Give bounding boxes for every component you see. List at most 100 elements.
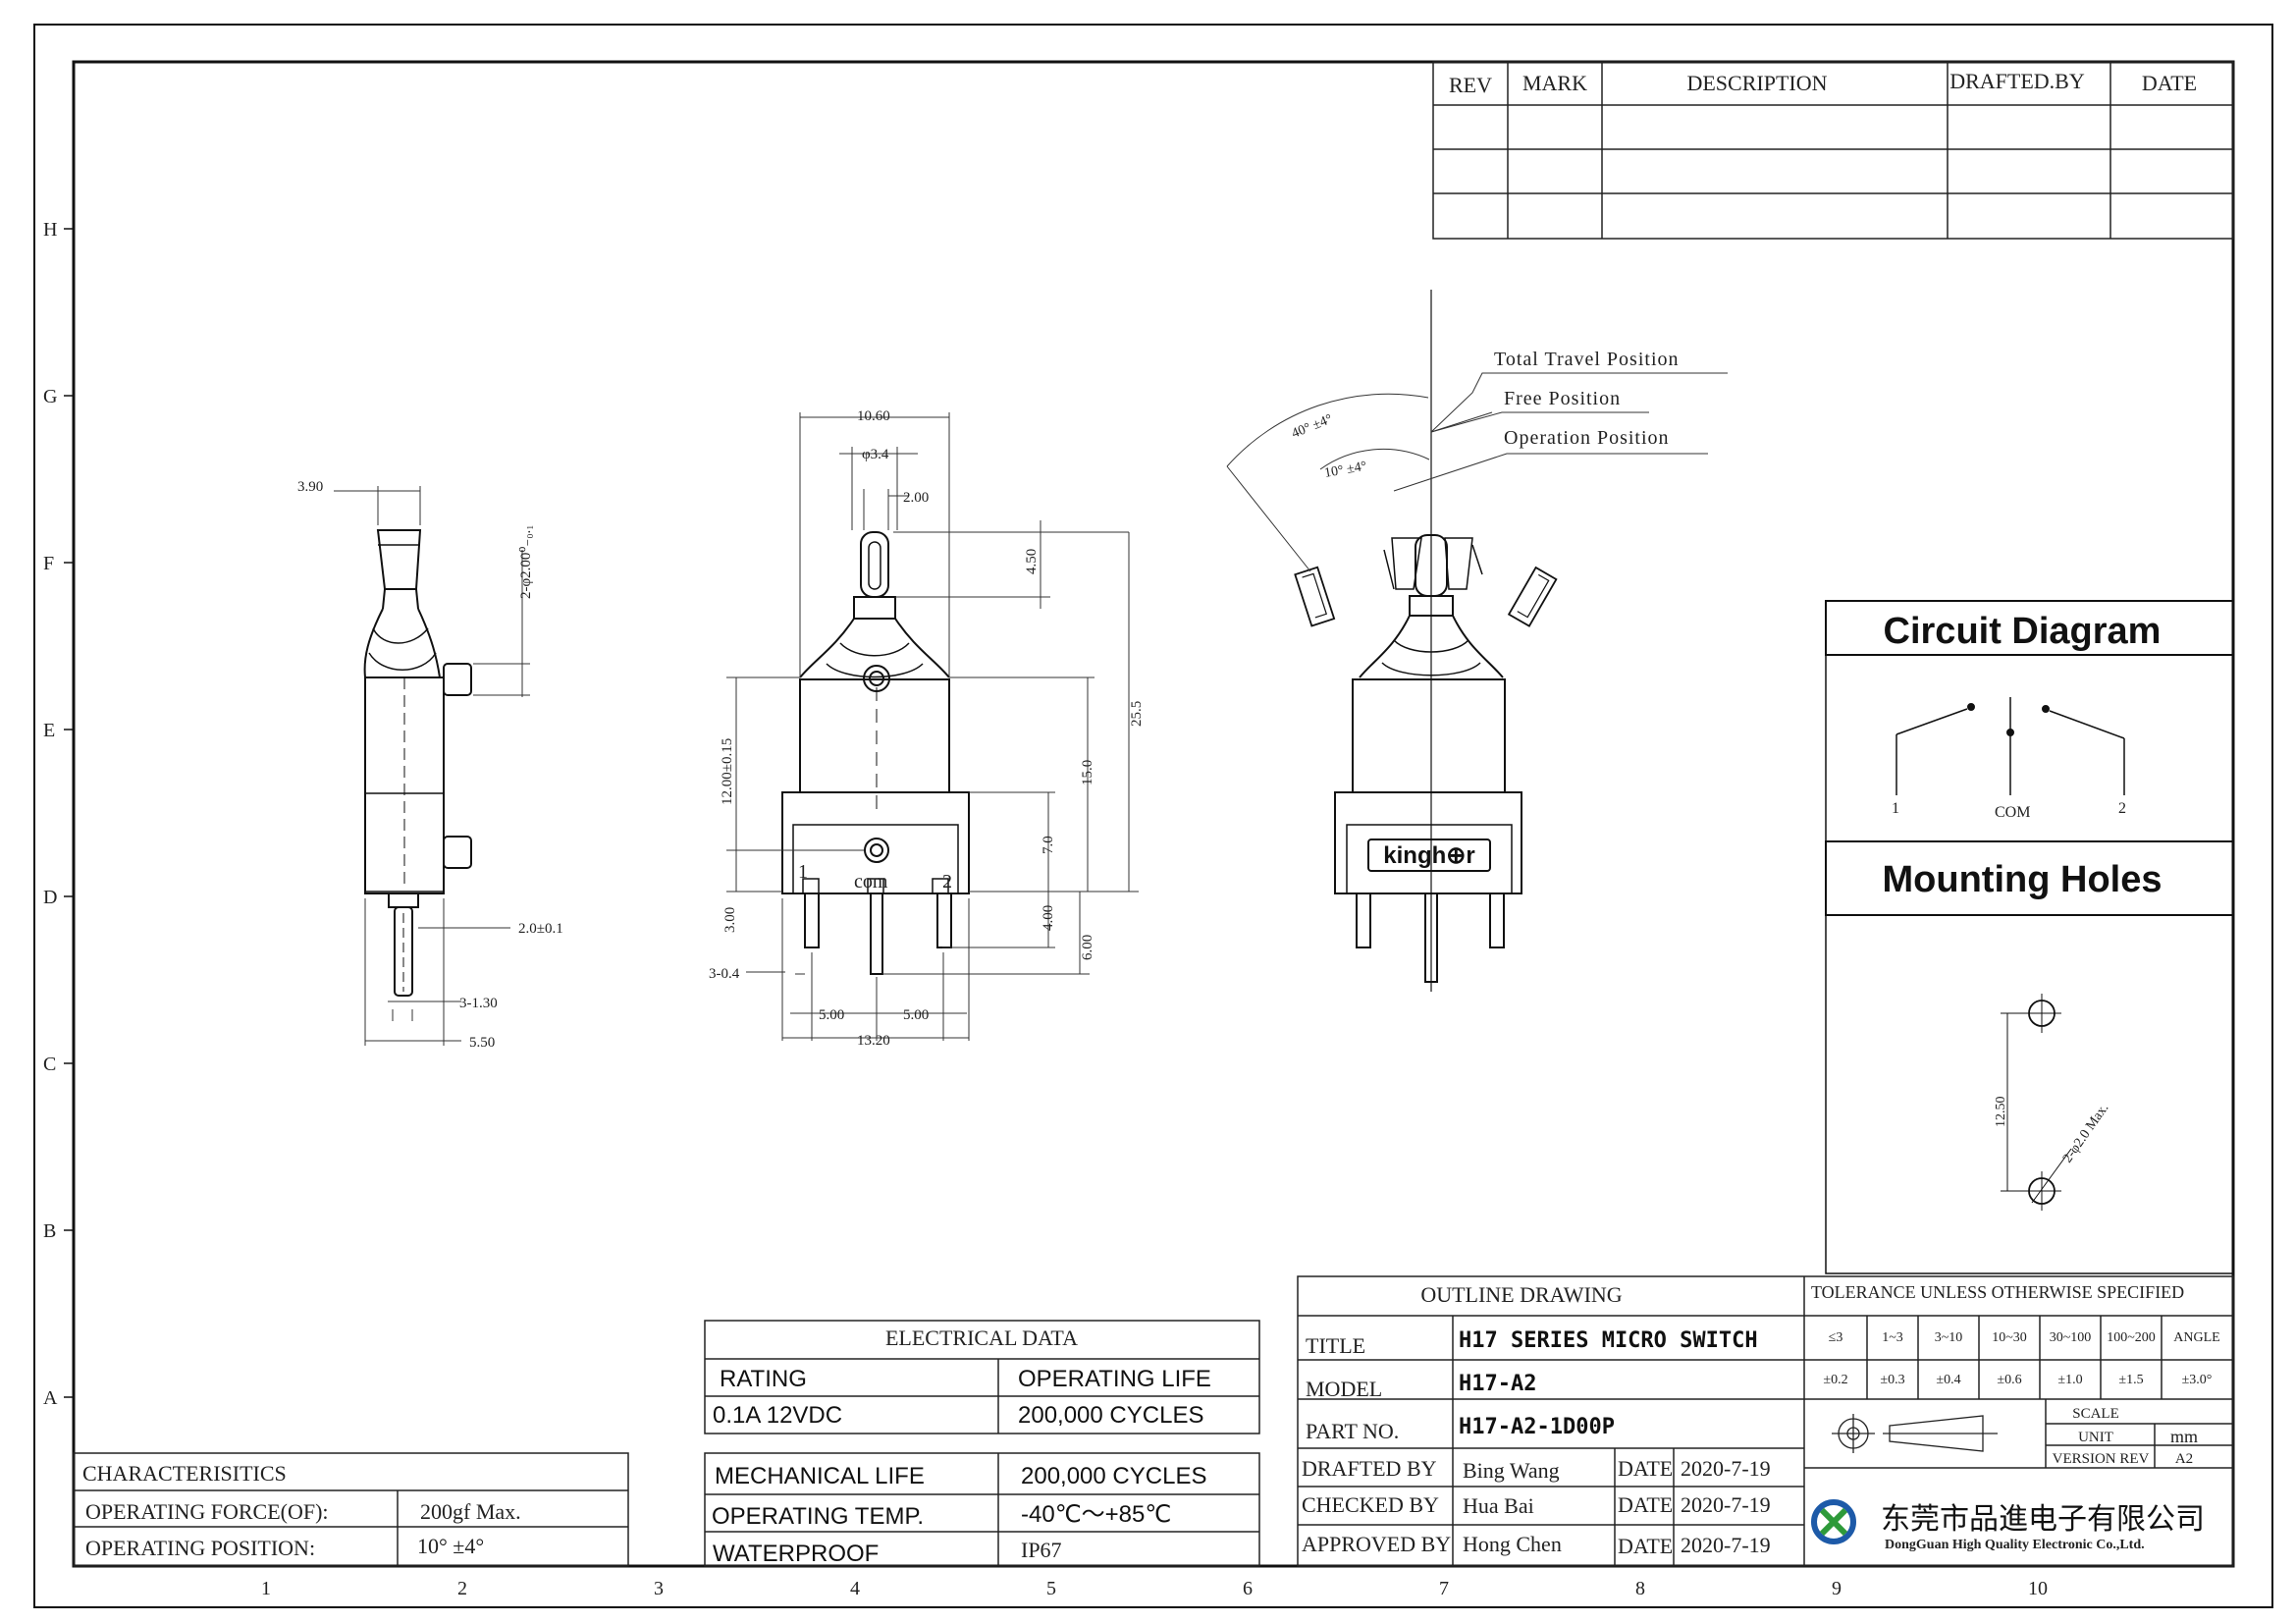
row-markers bbox=[64, 228, 74, 1398]
tolerance-heading: TOLERANCE UNLESS OTHERWISE SPECIFIED bbox=[1811, 1282, 2184, 1302]
title-value: H17 SERIES MICRO SWITCH bbox=[1459, 1328, 1758, 1353]
version-value: A2 bbox=[2175, 1451, 2193, 1467]
title-block bbox=[1297, 1275, 2234, 1567]
operating-position-label: OPERATING POSITION: bbox=[85, 1536, 315, 1560]
dim-front-lever-height: 4.50 bbox=[1024, 549, 1040, 574]
operating-temp-value: -40℃～+85℃ bbox=[1021, 1501, 1171, 1528]
col-number: 10 bbox=[2028, 1578, 2048, 1599]
checked-by-label: CHECKED BY bbox=[1302, 1492, 1439, 1517]
dim-front-pitch-right: 5.00 bbox=[903, 1007, 929, 1023]
tolerance-value: ±0.2 bbox=[1823, 1373, 1847, 1387]
rating-header: RATING bbox=[720, 1366, 807, 1392]
label-total-travel-position: Total Travel Position bbox=[1494, 349, 1680, 370]
dim-front-base-width: 13.20 bbox=[857, 1033, 890, 1049]
row-letter: D bbox=[43, 887, 57, 908]
waterproof-label: WATERPROOF bbox=[713, 1541, 879, 1567]
position-view bbox=[1294, 290, 1558, 992]
approved-by-name: Hong Chen bbox=[1463, 1532, 1562, 1556]
mechanical-life-value: 200,000 CYCLES bbox=[1021, 1463, 1206, 1489]
projection-symbol bbox=[1832, 1414, 1998, 1453]
front-view-dimensions bbox=[726, 412, 1139, 1041]
dim-side-pin-offset: 2.0±0.1 bbox=[518, 921, 563, 937]
drafted-date: 2020-7-19 bbox=[1681, 1456, 1771, 1481]
dim-front-4: 4.00 bbox=[1041, 905, 1056, 931]
part-no-value: H17-A2-1D00P bbox=[1459, 1415, 1615, 1439]
side-view-dimensions bbox=[334, 486, 530, 1046]
drafted-by-name: Bing Wang bbox=[1463, 1458, 1560, 1483]
pin-label-1: 1 bbox=[798, 861, 808, 883]
label-free-position: Free Position bbox=[1504, 388, 1621, 409]
row-letter: F bbox=[43, 553, 54, 574]
dim-side-pin-width: 3-1.30 bbox=[459, 996, 498, 1011]
row-letter: G bbox=[43, 386, 57, 407]
tolerance-value: ±0.4 bbox=[1936, 1373, 1960, 1387]
rev-header: REV bbox=[1449, 73, 1492, 97]
checked-by-name: Hua Bai bbox=[1463, 1493, 1534, 1518]
inner-border bbox=[72, 60, 2235, 1568]
label-operation-position: Operation Position bbox=[1504, 427, 1670, 449]
row-letter: H bbox=[43, 219, 57, 241]
mechanical-life-label: MECHANICAL LIFE bbox=[715, 1463, 925, 1489]
row-letter: B bbox=[43, 1220, 56, 1242]
mounting-dim-hole: 2-φ2.0 Max. bbox=[2060, 1101, 2111, 1165]
scale-label: SCALE bbox=[2072, 1406, 2119, 1422]
row-letter: A bbox=[43, 1387, 58, 1409]
drafted-by-label: DRAFTED BY bbox=[1302, 1456, 1437, 1481]
company-name-cn: 东莞市品進电子有限公司 bbox=[1881, 1503, 2205, 1536]
tolerance-range: 1~3 bbox=[1882, 1330, 1903, 1345]
description-header: DESCRIPTION bbox=[1686, 71, 1827, 95]
dim-front-body-15: 15.0 bbox=[1080, 760, 1095, 785]
circuit-label-com: COM bbox=[1995, 804, 2030, 821]
checked-date: 2020-7-19 bbox=[1681, 1492, 1771, 1517]
mounting-dim-spacing: 12.50 bbox=[1994, 1097, 2008, 1128]
revision-table: REV MARK DESCRIPTION DRAFTED.BY DATE bbox=[1432, 61, 2234, 240]
angle-total-travel: 40° ±4° bbox=[1290, 412, 1335, 442]
col-number: 6 bbox=[1243, 1578, 1253, 1599]
tolerance-value: ±0.6 bbox=[1997, 1373, 2021, 1387]
rating-value: 0.1A 12VDC bbox=[713, 1402, 842, 1429]
tolerance-value: ±1.0 bbox=[2057, 1373, 2082, 1387]
col-number: 1 bbox=[261, 1578, 271, 1599]
version-label: VERSION REV bbox=[2053, 1451, 2150, 1467]
tolerance-value: ±3.0° bbox=[2182, 1373, 2213, 1387]
dim-side-body-depth: 5.50 bbox=[469, 1035, 495, 1051]
outline-drawing-heading: OUTLINE DRAWING bbox=[1420, 1282, 1622, 1307]
brand-logo: kingh⊕r bbox=[1383, 842, 1474, 869]
operating-position-value: 10° ±4° bbox=[417, 1534, 484, 1558]
title-label: TITLE bbox=[1306, 1333, 1365, 1358]
electrical-data-title: ELECTRICAL DATA bbox=[885, 1325, 1078, 1350]
part-no-label: PART NO. bbox=[1306, 1419, 1399, 1443]
col-number: 4 bbox=[850, 1578, 860, 1599]
col-number: 7 bbox=[1439, 1578, 1449, 1599]
dim-front-3: 3.00 bbox=[722, 907, 738, 933]
operating-temp-label: OPERATING TEMP. bbox=[712, 1503, 924, 1530]
date-header: DATE bbox=[2142, 71, 2197, 95]
dim-front-lever-dia: φ3.4 bbox=[862, 447, 889, 462]
model-value: H17-A2 bbox=[1459, 1372, 1536, 1396]
approved-date: 2020-7-19 bbox=[1681, 1533, 1771, 1557]
characteristics-table bbox=[73, 1452, 629, 1567]
operating-life-value: 200,000 CYCLES bbox=[1018, 1402, 1203, 1429]
pin-label-2: 2 bbox=[942, 871, 952, 893]
dim-side-nub-dia: 2-φ2.00⁰₋₀.₁ bbox=[518, 524, 534, 599]
col-number: 3 bbox=[654, 1578, 664, 1599]
tolerance-value: ±1.5 bbox=[2118, 1373, 2143, 1387]
side-view bbox=[363, 529, 472, 997]
dim-front-pitch-left: 5.00 bbox=[819, 1007, 844, 1023]
pin-label-com: com bbox=[854, 871, 888, 893]
company-name-en: DongGuan High Quality Electronic Co.,Ltd… bbox=[1885, 1538, 2145, 1552]
col-number: 9 bbox=[1832, 1578, 1842, 1599]
tolerance-range: 100~200 bbox=[2107, 1330, 2156, 1345]
tolerance-range: 10~30 bbox=[1992, 1330, 2027, 1345]
circuit-diagram-title: Circuit Diagram bbox=[1884, 611, 2162, 652]
model-label: MODEL bbox=[1306, 1377, 1382, 1401]
dim-front-6: 6.00 bbox=[1080, 935, 1095, 960]
characteristics-title: CHARACTERISITICS bbox=[82, 1461, 287, 1486]
tolerance-range: 3~10 bbox=[1935, 1330, 1963, 1345]
dim-front-total-height: 25.5 bbox=[1129, 701, 1145, 727]
waterproof-value: IP67 bbox=[1021, 1538, 1062, 1562]
tolerance-range: ≤3 bbox=[1829, 1330, 1843, 1345]
dim-front-base-height: 7.0 bbox=[1041, 836, 1056, 854]
row-letters: H G F E D C B A bbox=[43, 219, 58, 1409]
row-letter: C bbox=[43, 1054, 56, 1075]
